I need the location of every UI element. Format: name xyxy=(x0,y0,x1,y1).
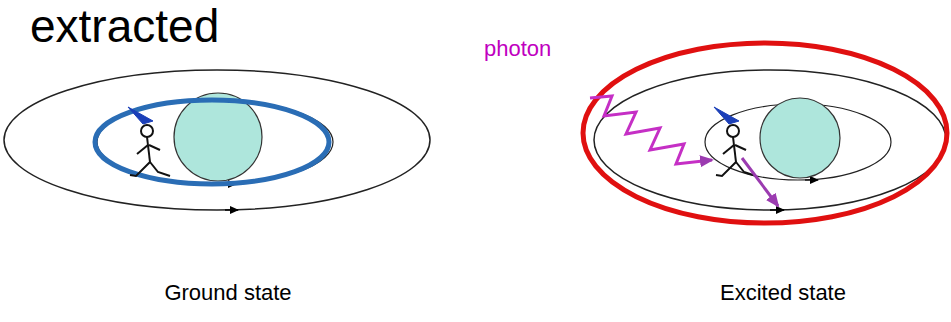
state-caption: Ground state xyxy=(164,280,291,305)
photon-wave xyxy=(590,96,712,164)
excited-state-atom xyxy=(583,43,947,223)
state-caption: Excited state xyxy=(720,280,846,305)
electron-figure xyxy=(714,107,756,176)
electron-jump-arrow xyxy=(742,158,778,206)
photon-label: photon xyxy=(484,36,551,61)
electron-figure xyxy=(128,107,170,176)
cut-heading: extracted xyxy=(30,0,219,53)
ground-state-atom xyxy=(4,70,430,210)
